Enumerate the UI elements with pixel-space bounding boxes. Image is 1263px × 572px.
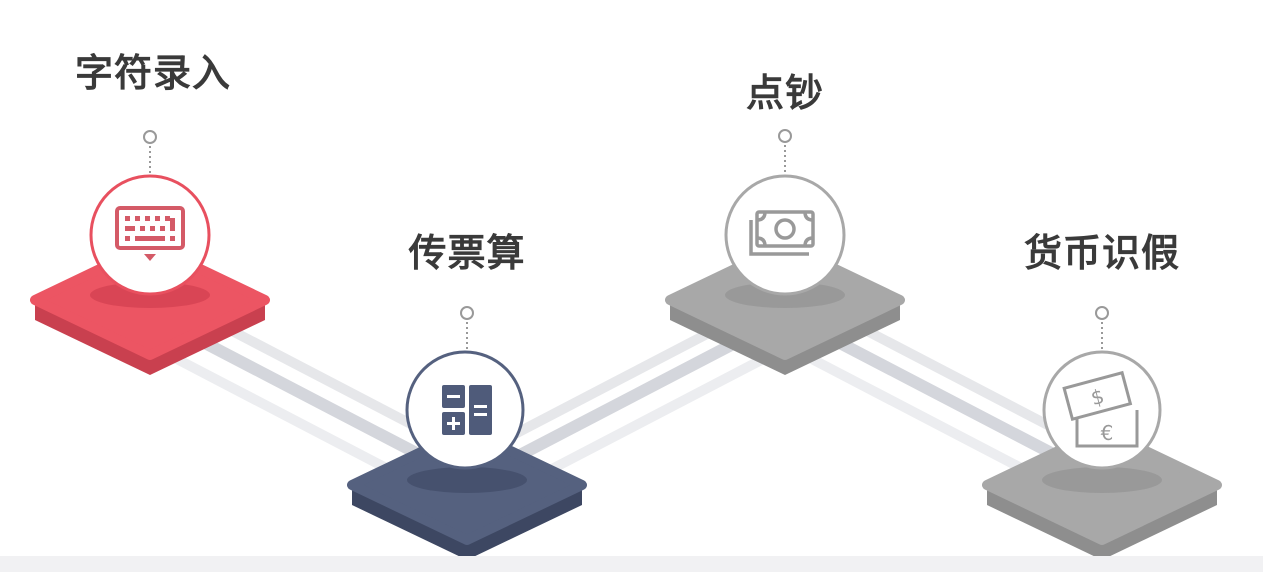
currency-icon: $ €: [1062, 370, 1139, 448]
step-title-3: 点钞: [745, 71, 825, 115]
step-title-1: 字符录入: [74, 51, 232, 95]
pin-1: [89, 130, 211, 296]
keyboard-icon: [115, 206, 185, 261]
pin-3: [724, 129, 846, 296]
svg-text:€: €: [1101, 421, 1114, 445]
pin-2: [405, 306, 525, 470]
connector-2-3: [487, 317, 793, 475]
step-title-4: 货币识假: [1023, 231, 1181, 275]
banknote-icon: [749, 210, 815, 256]
svg-text:$: $: [1088, 384, 1107, 410]
platform-2: [347, 425, 587, 560]
step-title-2: 传票算: [408, 231, 526, 275]
calculator-icon: [442, 385, 492, 435]
bottom-strip: [0, 556, 1263, 572]
connectors: [147, 317, 1093, 475]
